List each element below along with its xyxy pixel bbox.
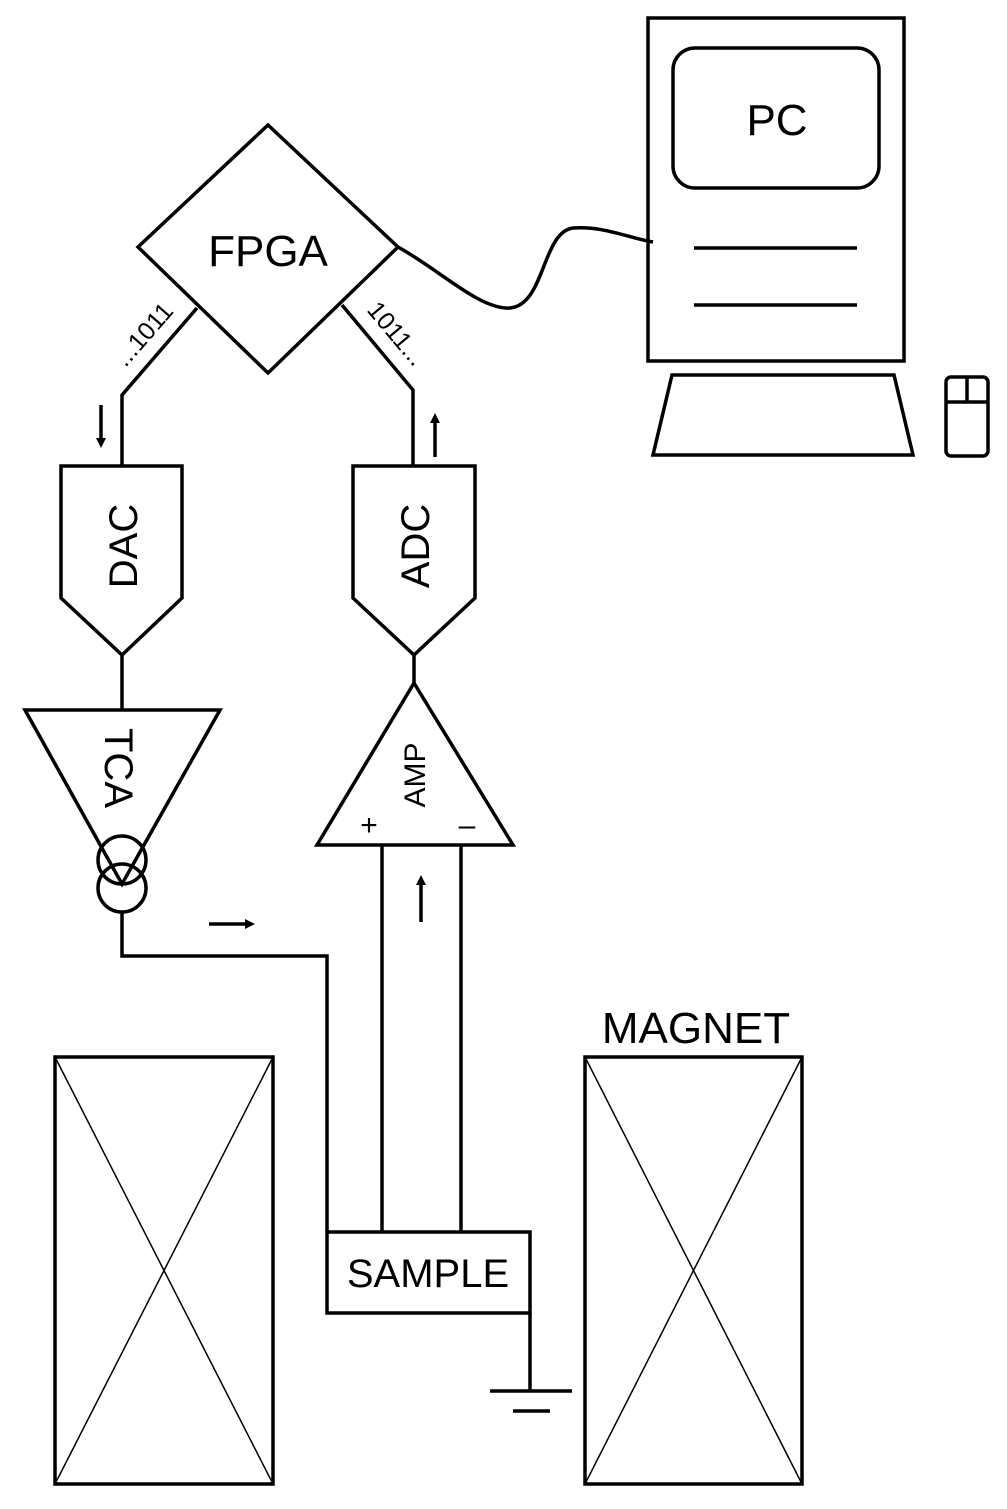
dac-block bbox=[59, 464, 184, 658]
keyboard bbox=[650, 373, 916, 457]
adc-label: ADC bbox=[394, 504, 438, 588]
pc-cable bbox=[397, 226, 654, 310]
adc-block bbox=[351, 464, 477, 658]
dac-label: DAC bbox=[102, 504, 146, 588]
tca-block bbox=[22, 708, 223, 888]
magnet-label: MAGNET bbox=[602, 1004, 790, 1053]
adc-bus bbox=[340, 303, 415, 466]
tca-label: TCA bbox=[96, 728, 140, 808]
current-source-icon bbox=[96, 834, 148, 914]
fpga-label: FPGA bbox=[208, 227, 328, 276]
amp-label: AMP bbox=[399, 742, 432, 807]
ground-icon bbox=[490, 1313, 572, 1413]
mouse-icon bbox=[944, 375, 990, 458]
bits-right-label: 1011... bbox=[361, 296, 430, 371]
magnet-coil-left bbox=[53, 1055, 275, 1486]
dac-bus bbox=[120, 306, 199, 466]
amp-minus-label: – bbox=[459, 809, 476, 842]
current-wire bbox=[120, 912, 329, 1232]
bits-left-label: ...1011 bbox=[109, 297, 179, 372]
amp-plus-label: + bbox=[360, 809, 378, 842]
pc-screen bbox=[671, 46, 881, 190]
sample-block bbox=[325, 1230, 532, 1315]
sample-label: SAMPLE bbox=[347, 1252, 509, 1296]
pc-label: PC bbox=[746, 96, 807, 145]
pc-monitor bbox=[646, 16, 906, 363]
amp-block bbox=[313, 679, 517, 847]
fpga-block bbox=[135, 122, 401, 376]
magnet-coil-right bbox=[583, 1055, 804, 1486]
